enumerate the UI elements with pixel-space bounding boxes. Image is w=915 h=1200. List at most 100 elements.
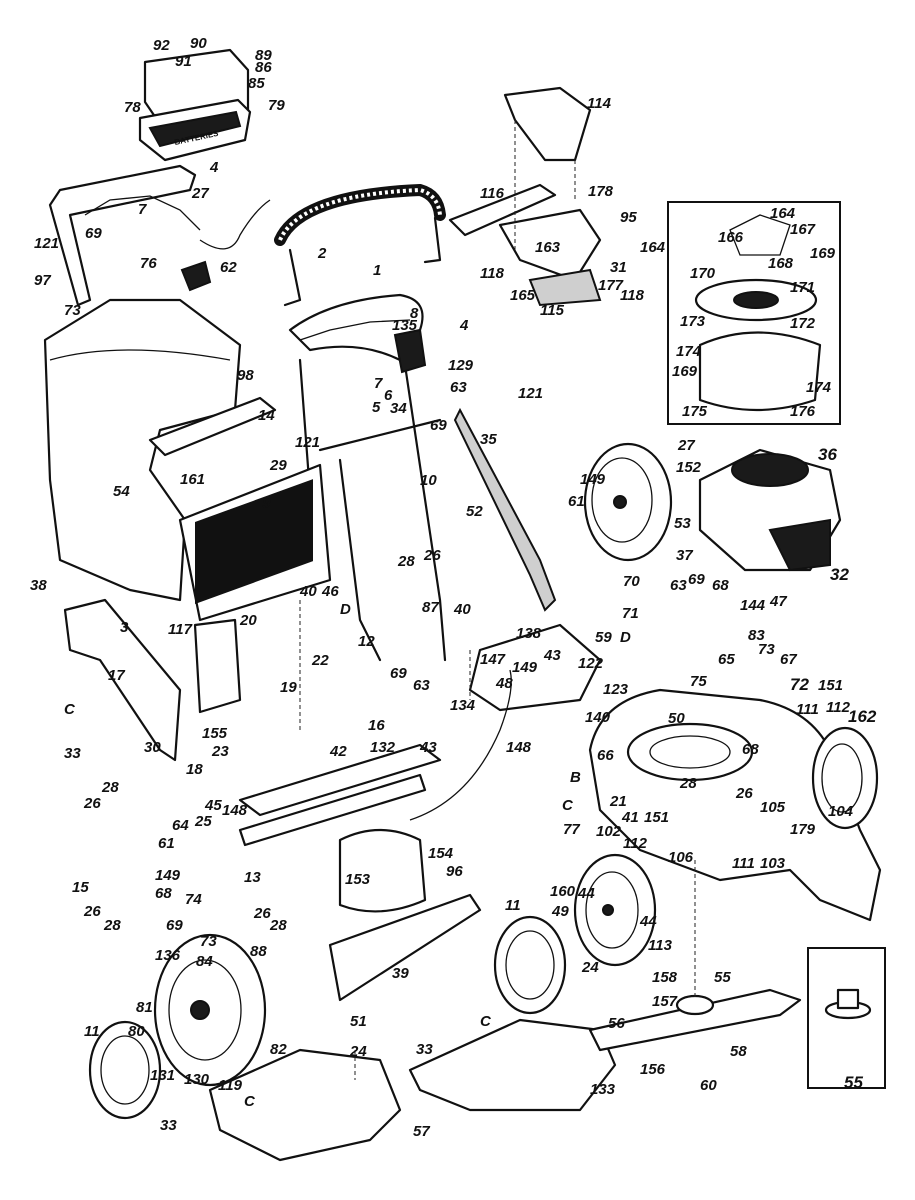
front-right-wheel <box>811 726 879 830</box>
label-7: 7 <box>138 201 147 218</box>
label-11b: 11 <box>84 1023 100 1040</box>
label-111b: 111 <box>732 855 755 872</box>
label-54: 54 <box>113 483 130 500</box>
label-31: 31 <box>610 259 627 276</box>
label-42: 42 <box>329 743 347 760</box>
label-73b: 73 <box>758 641 775 658</box>
label-68b: 68 <box>742 741 759 758</box>
label-43b: 43 <box>419 739 437 756</box>
label-17: 17 <box>108 667 125 684</box>
label-38: 38 <box>30 577 47 594</box>
label-24: 24 <box>581 959 599 976</box>
label-169b: 169 <box>672 363 698 380</box>
label-154: 154 <box>428 845 454 862</box>
label-92: 92 <box>153 37 170 54</box>
label-33b: 33 <box>160 1117 177 1134</box>
label-53: 53 <box>674 515 691 532</box>
label-61: 61 <box>568 493 585 510</box>
grass-catcher-bag <box>43 298 332 622</box>
engine <box>698 448 842 572</box>
label-153: 153 <box>345 871 371 888</box>
label-57: 57 <box>413 1123 430 1140</box>
label-68: 68 <box>712 577 729 594</box>
label-D2: D <box>340 601 351 618</box>
label-24b: 24 <box>349 1043 367 1060</box>
label-171: 171 <box>790 279 815 296</box>
label-71: 71 <box>622 605 639 622</box>
leader-lines <box>299 120 696 1080</box>
label-147: 147 <box>480 651 506 668</box>
label-151b: 151 <box>644 809 669 826</box>
label-30: 30 <box>144 739 161 756</box>
label-26e: 26 <box>83 903 101 920</box>
label-48: 48 <box>495 675 513 692</box>
label-44b: 44 <box>639 913 657 930</box>
label-175: 175 <box>682 403 708 420</box>
blade <box>588 988 802 1052</box>
label-41: 41 <box>621 809 639 826</box>
label-40: 40 <box>299 583 317 600</box>
label-117: 117 <box>168 621 193 638</box>
handle-grip <box>274 183 446 307</box>
label-C4: C <box>64 701 76 718</box>
label-15: 15 <box>72 879 89 896</box>
label-20: 20 <box>239 612 257 629</box>
lower-center-wheel <box>493 853 657 1015</box>
label-130: 130 <box>184 1071 210 1088</box>
label-28: 28 <box>679 775 697 792</box>
lower-left-wheel <box>88 933 267 1120</box>
label-C3: C <box>244 1093 256 1110</box>
label-80: 80 <box>128 1023 145 1040</box>
label-81: 81 <box>136 999 153 1016</box>
label-158: 158 <box>652 969 678 986</box>
label-114: 114 <box>587 95 612 112</box>
label-148b: 148 <box>222 802 248 819</box>
label-19: 19 <box>280 679 297 696</box>
label-37: 37 <box>676 547 693 564</box>
rear-flap <box>63 598 242 762</box>
label-121b: 121 <box>295 434 320 451</box>
label-112b: 112 <box>623 835 648 852</box>
control-panel <box>448 86 602 307</box>
label-170: 170 <box>690 265 716 282</box>
label-29: 29 <box>269 457 287 474</box>
label-47: 47 <box>769 593 787 610</box>
label-63b: 63 <box>670 577 687 594</box>
label-111: 111 <box>796 701 819 718</box>
gear-case <box>338 828 427 913</box>
side-deflector-left <box>208 1048 402 1162</box>
label-8: 8 <box>410 305 419 322</box>
label-122: 122 <box>578 655 604 672</box>
label-148: 148 <box>506 739 532 756</box>
label-67: 67 <box>780 651 797 668</box>
label-61b: 61 <box>158 835 175 852</box>
label-27: 27 <box>191 185 209 202</box>
label-28c: 28 <box>101 779 119 796</box>
label-136: 136 <box>155 947 181 964</box>
label-C2: C <box>480 1013 492 1030</box>
label-133: 133 <box>590 1081 616 1098</box>
label-118b: 118 <box>620 287 645 304</box>
label-104: 104 <box>828 803 854 820</box>
side-deflector-right <box>408 1018 617 1112</box>
part-labels: 90 92 91 89 86 85 79 78 4 27 7 69 121 76… <box>30 35 877 1140</box>
label-161: 161 <box>180 471 205 488</box>
label-149c: 149 <box>155 867 181 884</box>
label-121c: 121 <box>518 385 543 402</box>
label-162: 162 <box>848 707 877 726</box>
label-87: 87 <box>422 599 439 616</box>
label-50: 50 <box>668 710 685 727</box>
handle-frame <box>288 293 557 662</box>
label-123: 123 <box>603 681 629 698</box>
label-66: 66 <box>597 747 614 764</box>
label-68c: 68 <box>155 885 172 902</box>
label-55: 55 <box>714 969 731 986</box>
label-9: 9 <box>262 495 271 512</box>
label-164: 164 <box>640 239 666 256</box>
label-164b: 164 <box>770 205 796 222</box>
label-B: B <box>570 769 581 786</box>
label-59: 59 <box>595 629 612 646</box>
label-76: 76 <box>140 255 157 272</box>
label-119: 119 <box>218 1077 243 1094</box>
